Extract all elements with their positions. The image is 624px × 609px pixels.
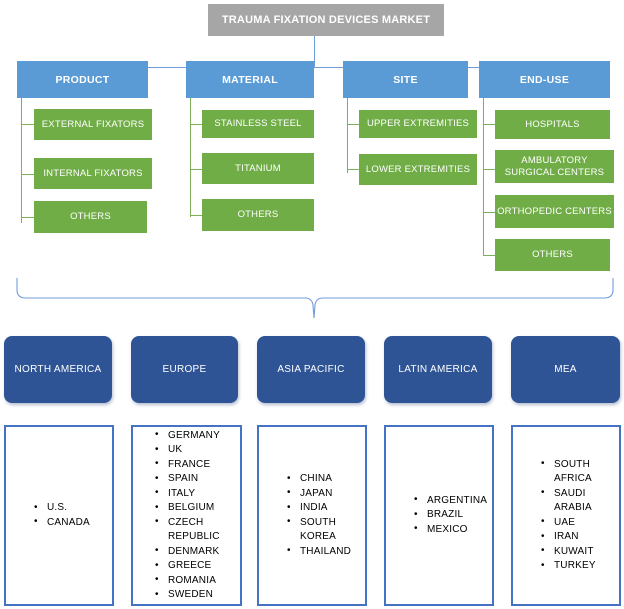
material-branch-stub-1 [190,124,202,125]
country-list-item: BRAZIL [414,508,492,523]
segment-header-product[interactable]: PRODUCT [17,61,148,98]
region-header-mea[interactable]: MEA [511,336,620,403]
country-list-latin-america: ARGENTINABRAZILMEXICO [384,425,494,606]
region-header-north-america[interactable]: NORTH AMERICA [4,336,112,403]
country-list-item: FRANCE [155,457,240,473]
country-list-asia-pacific: CHINAJAPANINDIASOUTH KOREATHAILAND [257,425,367,606]
country-list-item: CHINA [287,472,365,487]
country-list: SOUTH AFRICASAUDI ARABIAUAEIRANKUWAITTUR… [513,457,619,574]
segment-header-site[interactable]: SITE [343,61,468,98]
country-list-item: KUWAIT [541,544,619,560]
country-list-item: GREECE [155,559,240,574]
regions-brace-connector [16,278,614,319]
country-list: ARGENTINABRAZILMEXICO [386,493,492,538]
sub-item-end-use-others[interactable]: OTHERS [495,239,610,271]
country-list-item: UAE [541,515,619,531]
material-branch-stub-2 [190,169,202,170]
country-list: CHINAJAPANINDIASOUTH KOREATHAILAND [259,472,365,559]
product-branch-spine [21,98,22,223]
country-list: U.S.CANADA [6,501,112,530]
sub-item-internal-fixators[interactable]: INTERNAL FIXATORS [34,158,152,189]
segment-header-material[interactable]: MATERIAL [186,61,314,98]
country-list-item: TURKEY [541,559,619,574]
country-list-item: THAILAND [287,544,365,560]
country-list-item: ITALY [155,486,240,502]
country-list-item: BELGIUM [155,501,240,516]
country-list-item: SOUTH AFRICA [541,457,619,487]
country-list-item: CZECH REPUBLIC [155,515,240,545]
sub-item-ambulatory-surgical-centers[interactable]: AMBULATORY SURGICAL CENTERS [495,150,614,183]
product-branch-stub-3 [21,217,34,218]
country-list-item: IRAN [541,530,619,545]
end-use-branch-stub-3 [483,212,495,213]
country-list-item: ARGENTINA [414,493,492,509]
country-list-item: INDIA [287,501,365,516]
country-list-item: U.S. [34,501,112,516]
country-list-europe: GERMANYUKFRANCESPAINITALYBELGIUMCZECH RE… [131,425,242,606]
sub-item-orthopedic-centers[interactable]: ORTHOPEDIC CENTERS [495,195,614,228]
site-branch-stub-2 [347,169,359,170]
region-header-latin-america[interactable]: LATIN AMERICA [384,336,492,403]
site-branch-stub-1 [347,124,359,125]
country-list-item: ROMANIA [155,573,240,589]
region-header-europe[interactable]: EUROPE [131,336,238,403]
product-branch-stub-2 [21,174,34,175]
region-header-asia-pacific[interactable]: ASIA PACIFIC [257,336,365,403]
material-branch-stub-3 [190,215,202,216]
country-list-item: UK [155,443,240,458]
country-list-item: GERMANY [155,428,240,444]
country-list-item: DENMARK [155,544,240,560]
site-branch-spine [347,98,348,173]
country-list-item: SAUDI ARABIA [541,486,619,516]
diagram-title: TRAUMA FIXATION DEVICES MARKET [208,4,444,36]
country-list-item: MEXICO [414,522,492,538]
material-branch-spine [190,98,191,217]
end-use-branch-stub-1 [483,124,495,125]
country-list-item: SOUTH KOREA [287,515,365,545]
sub-item-upper-extremities[interactable]: UPPER EXTREMITIES [359,110,477,138]
sub-item-hospitals[interactable]: HOSPITALS [495,110,610,139]
title-drop-connector [314,36,315,68]
country-list-north-america: U.S.CANADA [4,425,114,606]
end-use-branch-spine [483,98,484,256]
sub-item-product-others[interactable]: OTHERS [34,201,147,233]
country-list-item: CANADA [34,515,112,531]
sub-item-titanium[interactable]: TITANIUM [202,153,314,184]
end-use-branch-stub-4 [483,255,495,256]
sub-item-material-others[interactable]: OTHERS [202,199,314,231]
sub-item-lower-extremities[interactable]: LOWER EXTREMITIES [359,154,477,185]
end-use-branch-stub-2 [483,169,495,170]
segment-header-end-use[interactable]: END-USE [479,61,610,98]
sub-item-external-fixators[interactable]: EXTERNAL FIXATORS [34,109,152,140]
country-list-mea: SOUTH AFRICASAUDI ARABIAUAEIRANKUWAITTUR… [511,425,621,606]
country-list: GERMANYUKFRANCESPAINITALYBELGIUMCZECH RE… [133,428,240,603]
country-list-item: SWEDEN [155,588,240,603]
product-branch-stub-1 [21,124,34,125]
sub-item-stainless-steel[interactable]: STAINLESS STEEL [202,110,314,138]
country-list-item: SPAIN [155,472,240,487]
country-list-item: JAPAN [287,486,365,502]
